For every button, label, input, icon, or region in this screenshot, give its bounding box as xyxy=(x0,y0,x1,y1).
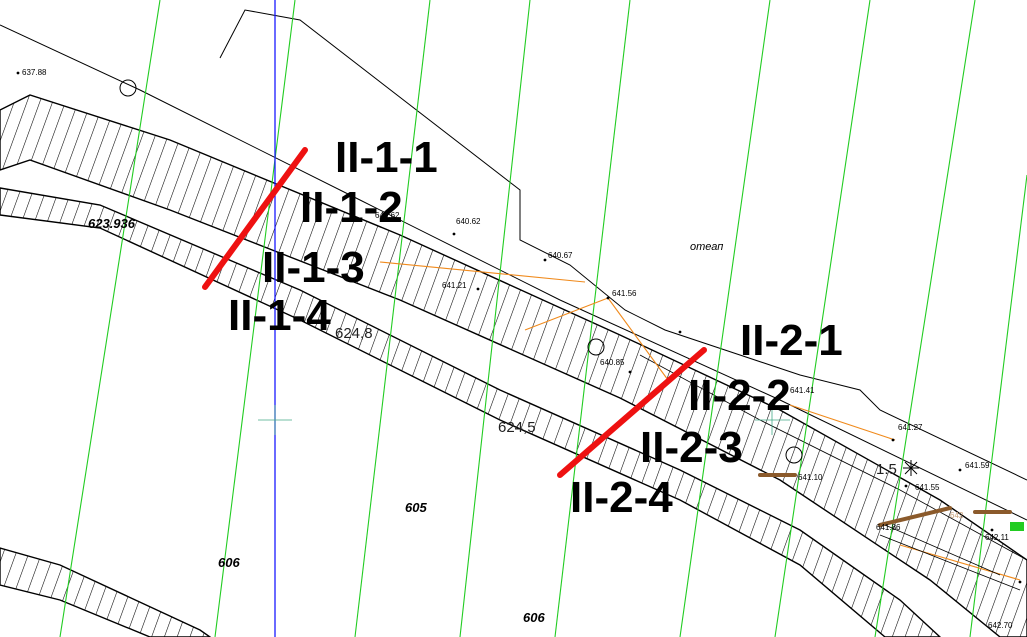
section-marker-II-2 xyxy=(557,347,707,478)
spot-height: 640.67 xyxy=(548,251,573,260)
brown-features xyxy=(758,473,1012,527)
elevation-label: 606 xyxy=(218,555,240,570)
circle-well-icon xyxy=(587,338,605,356)
spot-height: 641.27 xyxy=(898,423,923,432)
elevation-label: 624,5 xyxy=(498,419,536,436)
spot-height: 640.62 xyxy=(456,217,481,226)
section-label: II-2-1 xyxy=(740,316,843,365)
crosshair-markers xyxy=(258,405,790,435)
embankment-lower xyxy=(0,187,942,637)
scale-mark: 1.5 xyxy=(876,461,897,478)
green-marker xyxy=(1010,522,1024,531)
elevation-label: 606 xyxy=(523,610,545,625)
elevation-label: 623.936 xyxy=(88,216,136,231)
spot-dots xyxy=(16,71,1022,584)
section-marker-II-1 xyxy=(202,147,308,290)
spot-height: 641.21 xyxy=(442,281,467,290)
spot-height: 641.55 xyxy=(915,483,940,492)
section-label: II-2-3 xyxy=(640,423,743,472)
section-label: II-1-3 xyxy=(262,243,365,292)
section-label: II-2-4 xyxy=(570,473,673,522)
spot-height: 641.10 xyxy=(798,473,823,482)
spot-height: 637.88 xyxy=(22,68,47,77)
embankment-upper xyxy=(0,94,1027,637)
grid-lines xyxy=(59,0,1027,637)
spot-heights: 637.88 640.62 640.62 640.67 641.21 641.5… xyxy=(22,68,1013,630)
site-boundary xyxy=(219,9,1027,481)
section-label: II-2-2 xyxy=(688,371,791,420)
spot-height: 641.59 xyxy=(965,461,990,470)
spot-height: 642.11 xyxy=(985,533,1009,542)
spot-height: 641.86 xyxy=(876,523,901,532)
spot-height: 642.70 xyxy=(988,621,1013,630)
road-edge-line xyxy=(0,24,1027,521)
road-name: отеап xyxy=(690,241,723,253)
section-label: II-1-2 xyxy=(300,183,403,232)
elevation-label: 624,8 xyxy=(335,325,373,342)
spot-height: 640.85 xyxy=(600,358,625,367)
contour-label: 642 xyxy=(950,511,964,520)
pipe-line xyxy=(879,534,1021,591)
pipe-line-2 xyxy=(884,524,1001,576)
spot-height: 641.41 xyxy=(790,386,815,395)
circle-well-icon xyxy=(785,446,803,464)
asterisk-tree-icon xyxy=(903,460,919,476)
section-label: II-1-1 xyxy=(335,133,438,182)
road-edge-line-2 xyxy=(639,354,1027,561)
embankment-bottom-left xyxy=(0,547,212,637)
spot-height: 641.56 xyxy=(612,289,637,298)
section-label: II-1-4 xyxy=(228,291,331,340)
elevation-label: 605 xyxy=(405,500,427,515)
spot-height: 640.62 xyxy=(375,211,400,220)
circle-well-icon xyxy=(119,79,137,97)
